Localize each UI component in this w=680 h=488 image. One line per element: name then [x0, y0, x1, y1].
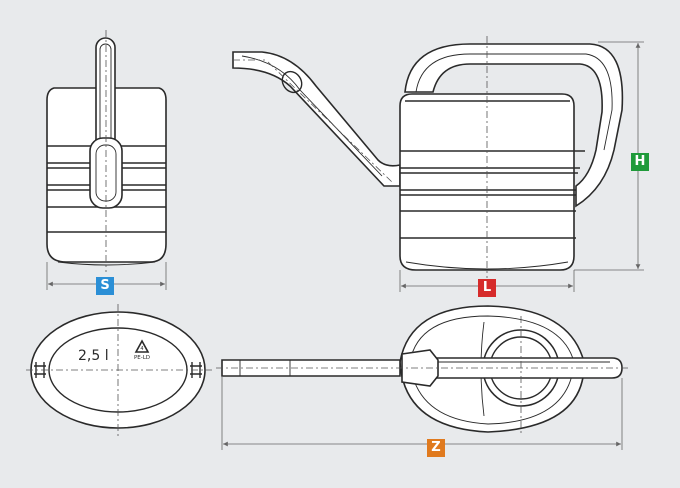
dimension-l-badge: L: [478, 279, 496, 297]
material-label: PE-LD: [134, 355, 150, 361]
dimension-h-badge: H: [631, 153, 649, 171]
capacity-label: 2,5 l: [78, 348, 109, 364]
front-view: [46, 30, 167, 290]
top-view-front: 2,5 l 4 PE-LD: [26, 304, 212, 436]
side-view: [232, 36, 644, 292]
recycle-triangle-icon: 4: [134, 339, 150, 353]
svg-text:4: 4: [140, 346, 143, 352]
top-view-length: [216, 305, 628, 450]
dimension-z-badge: Z: [427, 439, 445, 457]
dimension-s-badge: S: [96, 277, 114, 295]
